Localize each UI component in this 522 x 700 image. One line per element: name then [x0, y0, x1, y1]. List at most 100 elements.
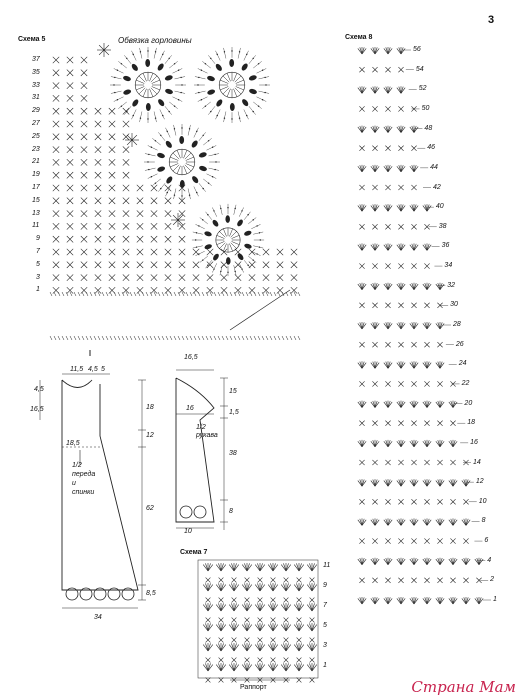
scheme7-x-stitch — [205, 617, 211, 623]
scheme7-fan-stitch — [207, 663, 211, 672]
scheme8-fan-stitch — [426, 361, 430, 369]
scheme7-x-stitch — [205, 677, 211, 683]
scheme5-x-stitch — [178, 235, 186, 243]
scheme8-fan-stitch — [370, 126, 376, 133]
scheme5-base-stitch — [53, 291, 57, 297]
scheme8-fan-stitch — [396, 166, 402, 173]
flower-motif — [248, 106, 256, 115]
flower-motif — [157, 166, 166, 172]
scheme5-base-stitch — [85, 335, 89, 341]
scheme7-fan-stitch — [254, 644, 261, 652]
scheme5-x-stitch — [94, 133, 102, 141]
scheme8-fan-stitch — [374, 205, 380, 212]
scheme8-fan-stitch — [409, 441, 415, 448]
scheme8-fan-stitch — [385, 282, 389, 290]
flower-motif — [199, 217, 208, 225]
flower-motif — [199, 255, 208, 263]
flower-motif — [233, 88, 238, 97]
scheme8-x-stitch — [372, 498, 378, 505]
scheme8-fan-stitch — [437, 597, 441, 605]
scheme5-x-stitch — [52, 248, 60, 256]
flower-motif — [226, 73, 231, 82]
scheme5-x-stitch — [234, 274, 242, 282]
scheme7-fan-stitch — [207, 623, 211, 632]
star-motif — [131, 134, 138, 141]
scheme5-base-stitch — [173, 335, 177, 341]
star-motif — [103, 49, 110, 56]
scheme5-base-stitch — [273, 291, 277, 297]
scheme7-fan-stitch — [246, 623, 250, 632]
scheme7-fan-stitch — [259, 624, 266, 632]
flower-motif — [198, 152, 207, 158]
scheme7-x-stitch — [309, 637, 315, 643]
scheme5-base-stitch — [93, 291, 97, 297]
scheme8-fan-stitch — [411, 361, 415, 369]
scheme5-x-stitch — [164, 286, 172, 294]
scheme8-x-stitch — [411, 577, 417, 584]
scheme8-row-label: 46 — [427, 144, 436, 152]
scheme8-fan-stitch — [411, 440, 415, 447]
scheme5-x-stitch — [52, 184, 60, 192]
scheme7-x-stitch — [205, 597, 211, 603]
scheme8-fan-stitch — [387, 401, 393, 408]
scheme5-x-stitch — [220, 274, 228, 282]
scheme8-fan-stitch — [387, 48, 393, 55]
scheme8-x-stitch — [359, 145, 365, 152]
scheme8-fan-stitch — [437, 518, 441, 526]
scheme7-fan-stitch — [254, 584, 261, 592]
scheme5-base-stitch — [61, 291, 65, 297]
scheme8-fan-stitch — [400, 244, 406, 251]
scheme7-fan-stitch — [233, 563, 237, 572]
scheme8-x-stitch — [411, 459, 417, 466]
scheme8-fan-stitch — [437, 282, 441, 290]
scheme5-base-stitch — [121, 335, 125, 341]
scheme8-x-stitch — [424, 538, 430, 544]
scheme8-fan-stitch — [400, 86, 404, 94]
flower-motif — [191, 140, 198, 148]
scheme8-x-stitch — [359, 577, 365, 584]
scheme7-fan-stitch — [272, 624, 279, 632]
front-left-dim-3: 18,5 — [66, 440, 80, 447]
scheme7-fan-stitch — [311, 623, 315, 632]
scheme5-x-stitch — [80, 158, 88, 166]
scheme8-fan-stitch — [426, 441, 432, 448]
scheme7-fan-stitch — [228, 604, 235, 612]
scheme7-fan-stitch — [231, 643, 235, 652]
front-edge-circle — [121, 587, 135, 601]
front-edge-circle — [79, 587, 93, 601]
scheme7-x-stitch — [218, 617, 224, 623]
scheme7-fan-stitch — [207, 603, 211, 612]
scheme8-x-stitch — [398, 577, 404, 584]
flower-motif — [241, 63, 248, 71]
flower-motif — [215, 63, 222, 71]
scheme8-x-stitch — [398, 145, 404, 152]
scheme8-x-stitch — [463, 538, 469, 544]
scheme8-fan-stitch — [387, 243, 391, 251]
scheme8-fan-stitch — [411, 204, 415, 212]
scheme8-fan-stitch — [383, 283, 389, 290]
scheme8-fan-stitch — [413, 322, 417, 330]
scheme8-x-stitch — [359, 106, 365, 112]
scheme8-fan-stitch — [422, 441, 428, 448]
scheme8-fan-stitch — [385, 557, 389, 565]
scheme5-base-stitch — [125, 291, 129, 297]
scheme8-x-stitch — [372, 381, 378, 387]
scheme8-fan-stitch — [398, 597, 402, 605]
scheme7-fan-stitch — [215, 564, 222, 572]
scheme8-fan-stitch — [413, 204, 417, 212]
scheme7-x-stitch — [309, 577, 315, 583]
scheme8-fan-stitch — [452, 518, 456, 526]
scheme7-fan-stitch — [296, 623, 300, 632]
scheme8-fan-stitch — [387, 479, 391, 487]
scheme8-x-stitch — [424, 420, 430, 427]
scheme5-base-stitch — [249, 291, 253, 297]
scheme8-fan-stitch — [476, 557, 480, 565]
scheme8-x-stitch — [450, 459, 456, 466]
scheme8-fan-stitch — [413, 166, 419, 173]
scheme8-fan-stitch — [409, 166, 415, 173]
scheme8-fan-stitch — [465, 557, 469, 565]
scheme8-row-label: 8 — [481, 517, 486, 525]
scheme8-fan-stitch — [374, 86, 378, 94]
flower-motif — [147, 173, 158, 179]
flower-motif — [197, 68, 208, 74]
